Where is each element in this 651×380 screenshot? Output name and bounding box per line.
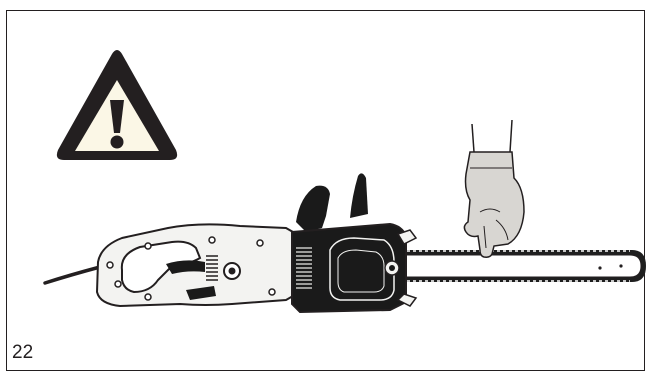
chainsaw-body [95, 173, 418, 314]
power-cord [43, 265, 102, 285]
gloved-hand-icon [463, 119, 525, 258]
guide-bar [403, 250, 646, 282]
warning-triangle-icon [56, 50, 178, 160]
figure-frame [6, 10, 645, 371]
page-number: 22 [12, 342, 34, 363]
